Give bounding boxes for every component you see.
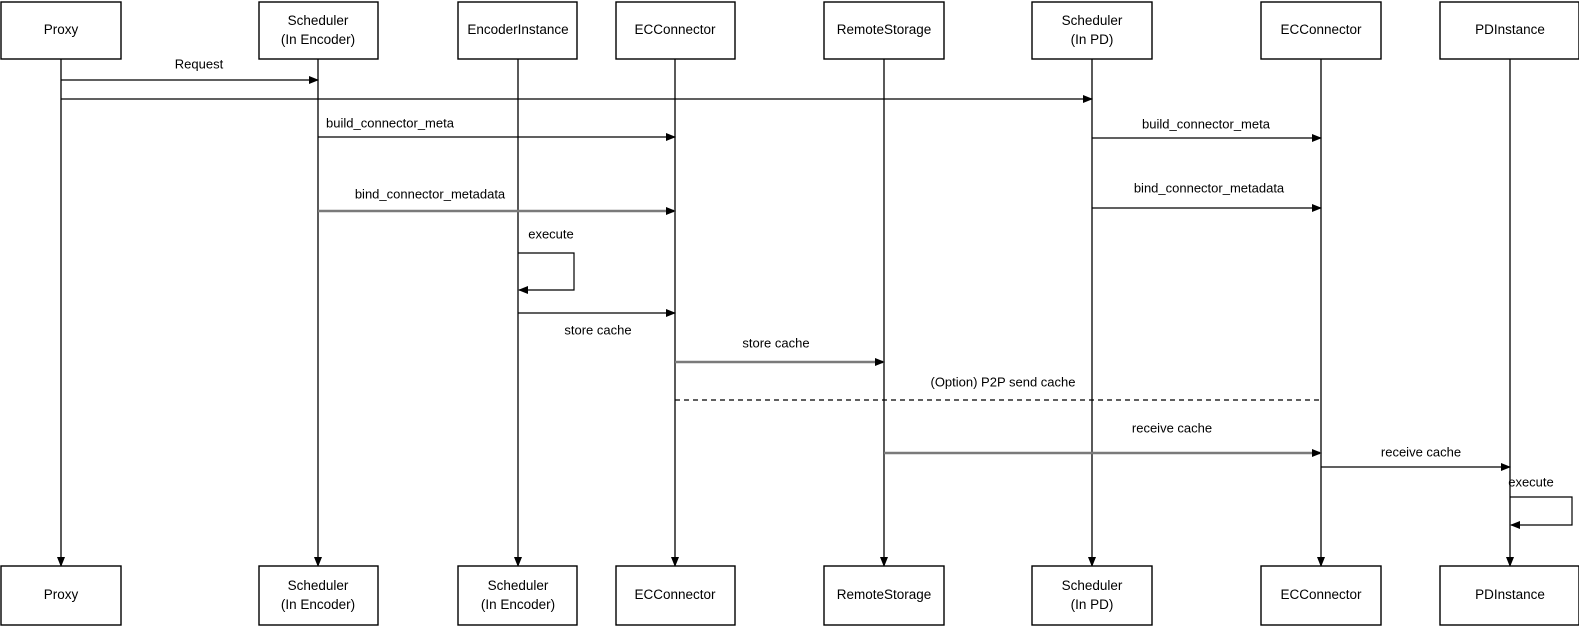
participant-footer-label-remote: RemoteStorage	[837, 587, 932, 602]
participant-footer-ecc_left[interactable]: ECConnector	[615, 565, 736, 626]
self-message-path-s2	[1510, 496, 1573, 529]
participant-footer-rect-proxy	[0, 565, 122, 626]
message-label-m3: build_connector_meta	[326, 115, 455, 130]
participant-header-label-sched_enc: Scheduler	[288, 13, 349, 28]
message-m3[interactable]: build_connector_meta	[318, 115, 676, 141]
participant-footer-label-encoder_inst: Scheduler	[488, 578, 549, 593]
participant-footer-rect-ecc_left	[615, 565, 736, 626]
participant-header-sublabel-sched_enc: (In Encoder)	[281, 32, 355, 47]
participant-footer-label-ecc_right: ECConnector	[1280, 587, 1362, 602]
participant-footer-label-proxy: Proxy	[44, 587, 79, 602]
participant-footer-sched_enc[interactable]: Scheduler (In Encoder)	[258, 565, 379, 626]
participant-footer-label-sched_pd: Scheduler	[1062, 578, 1123, 593]
self-message-label-s1: execute	[528, 226, 574, 241]
message-label-m4: build_connector_meta	[1142, 116, 1271, 131]
participant-header-label-remote: RemoteStorage	[837, 22, 932, 37]
message-m5[interactable]: bind_connector_metadata	[318, 186, 676, 215]
participant-footer-rect-sched_enc	[258, 565, 379, 626]
message-m11[interactable]: receive cache	[1321, 444, 1511, 471]
message-label-m9: (Option) P2P send cache	[930, 374, 1075, 389]
message-label-m8: store cache	[742, 335, 809, 350]
message-label-m7: store cache	[564, 322, 631, 337]
participant-footer-rect-remote	[823, 565, 945, 626]
participant-footer-sublabel-sched_pd: (In PD)	[1071, 597, 1114, 612]
participant-footer-label-sched_enc: Scheduler	[288, 578, 349, 593]
message-label-m11: receive cache	[1381, 444, 1461, 459]
message-m4[interactable]: build_connector_meta	[1092, 116, 1322, 142]
participant-header-rect-sched_pd	[1031, 1, 1153, 60]
self-message-s2[interactable]: execute	[1508, 474, 1573, 529]
participant-header-rect-sched_enc	[258, 1, 379, 60]
participant-header-rect-ecc_right	[1260, 1, 1382, 60]
header-boxes-group: Proxy Scheduler (In Encoder) EncoderInstanc…	[0, 1, 1579, 60]
participant-header-label-pd_inst: PDInstance	[1475, 22, 1545, 37]
participant-header-rect-encoder_inst	[457, 1, 578, 60]
participant-header-rect-pd_inst	[1439, 1, 1579, 60]
participant-header-remote[interactable]: RemoteStorage	[823, 1, 945, 60]
self-message-path-s1	[518, 252, 575, 294]
participant-header-label-sched_pd: Scheduler	[1062, 13, 1123, 28]
participant-header-encoder_inst[interactable]: EncoderInstance	[457, 1, 578, 60]
participant-header-ecc_left[interactable]: ECConnector	[615, 1, 736, 60]
participant-header-rect-proxy	[0, 1, 122, 60]
message-m6[interactable]: bind_connector_metadata	[1092, 180, 1322, 212]
participant-footer-label-pd_inst: PDInstance	[1475, 587, 1545, 602]
message-m9[interactable]: (Option) P2P send cache	[675, 374, 1321, 401]
participant-header-label-ecc_left: ECConnector	[634, 22, 716, 37]
message-label-m6: bind_connector_metadata	[1134, 180, 1285, 195]
participant-footer-remote[interactable]: RemoteStorage	[823, 565, 945, 626]
participant-header-rect-ecc_left	[615, 1, 736, 60]
message-label-m5: bind_connector_metadata	[355, 186, 506, 201]
participant-footer-rect-ecc_right	[1260, 565, 1382, 626]
message-m10[interactable]: receive cache	[884, 420, 1322, 457]
self-message-s1[interactable]: execute	[518, 226, 575, 294]
participant-footer-pd_inst[interactable]: PDInstance	[1439, 565, 1579, 626]
message-m7[interactable]: store cache	[518, 309, 676, 337]
participant-header-label-encoder_inst: EncoderInstance	[467, 22, 568, 37]
self-messages-group: execute execute	[518, 226, 1573, 529]
message-m8[interactable]: store cache	[675, 335, 885, 366]
participant-header-sublabel-sched_pd: (In PD)	[1071, 32, 1114, 47]
participant-footer-label-ecc_left: ECConnector	[634, 587, 716, 602]
participant-footer-sched_pd[interactable]: Scheduler (In PD)	[1031, 565, 1153, 626]
participant-header-label-proxy: Proxy	[44, 22, 79, 37]
participant-header-pd_inst[interactable]: PDInstance	[1439, 1, 1579, 60]
lifelines-group	[57, 59, 1514, 567]
participant-header-rect-remote	[823, 1, 945, 60]
participant-footer-rect-encoder_inst	[457, 565, 578, 626]
message-m1[interactable]: Request	[61, 56, 319, 84]
participant-footer-rect-sched_pd	[1031, 565, 1153, 626]
participant-footer-proxy[interactable]: Proxy	[0, 565, 122, 626]
self-message-label-s2: execute	[1508, 474, 1554, 489]
participant-footer-ecc_right[interactable]: ECConnector	[1260, 565, 1382, 626]
participant-header-ecc_right[interactable]: ECConnector	[1260, 1, 1382, 60]
participant-footer-encoder_inst[interactable]: Scheduler (In Encoder)	[457, 565, 578, 626]
participant-footer-sublabel-sched_enc: (In Encoder)	[281, 597, 355, 612]
message-label-m1: Request	[175, 56, 224, 71]
messages-group: Request build_connector_meta build_connect…	[61, 56, 1511, 471]
participant-header-sched_enc[interactable]: Scheduler (In Encoder)	[258, 1, 379, 60]
participant-header-sched_pd[interactable]: Scheduler (In PD)	[1031, 1, 1153, 60]
participant-footer-sublabel-encoder_inst: (In Encoder)	[481, 597, 555, 612]
participant-footer-rect-pd_inst	[1439, 565, 1579, 626]
message-label-m10: receive cache	[1132, 420, 1212, 435]
participant-header-proxy[interactable]: Proxy	[0, 1, 122, 60]
participant-header-label-ecc_right: ECConnector	[1280, 22, 1362, 37]
footer-boxes-group: Proxy Scheduler (In Encoder) Scheduler (In E…	[0, 565, 1579, 626]
